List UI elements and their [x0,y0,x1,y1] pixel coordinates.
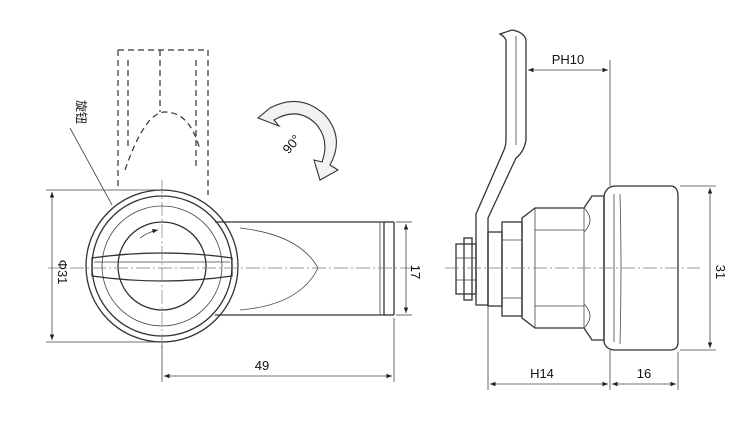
knob-leader: 旋钮 [69,100,113,206]
dimension-diameter: Φ31 [46,189,162,343]
rotation-arrow: 90° [256,100,340,181]
knob-label: 旋钮 [74,100,89,124]
length-label: 49 [255,358,269,373]
dimension-length: 49 [161,318,395,382]
h14-label: H14 [530,366,554,381]
side-view: PH10 H14 16 31 [445,29,728,390]
dimension-width: 17 [396,221,423,316]
dimension-16: 16 [612,352,679,390]
cam-lever [475,29,527,306]
dashed-handle-outline [117,49,209,195]
diameter-label: Φ31 [55,260,70,285]
hex-body [521,195,605,341]
height-label: 31 [713,265,728,279]
front-view: 旋钮 90° [46,49,423,382]
lock-body-side [215,221,395,316]
dimension-ph10: PH10 [525,52,611,186]
rotation-angle-label: 90° [279,132,303,157]
nut-assembly [455,221,523,317]
dim-16-label: 16 [637,366,651,381]
dimension-height: 31 [680,185,728,351]
width-label: 17 [408,265,423,279]
knob-cap [603,185,679,351]
ph10-label: PH10 [552,52,585,67]
dimension-h14: H14 [487,306,611,390]
